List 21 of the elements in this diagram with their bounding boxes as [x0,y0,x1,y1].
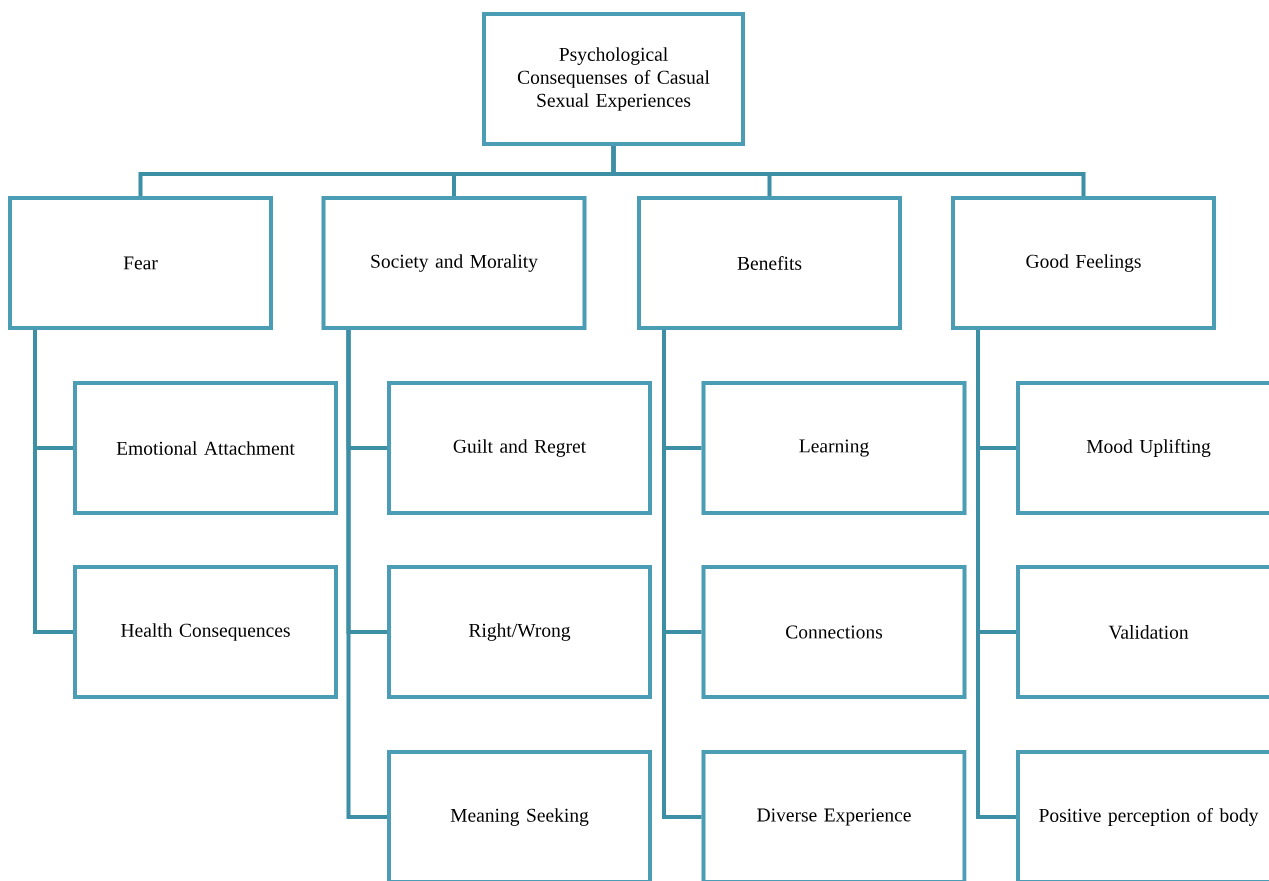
theme-box: Validation [1016,565,1269,699]
theme-box: Health Consequences [73,565,338,699]
theme-box: Meaning Seeking [387,750,652,881]
theme-box: Mood Uplifting [1016,381,1269,515]
theme-box: Emotional Attachment [73,381,338,515]
category-box: Benefits [637,196,902,330]
category-box: Good Feelings [951,196,1216,330]
theme-box: Positive perception of body [1016,750,1269,881]
root-box: Psychological Consequenses of Casual Sexual Experiences [482,12,745,146]
category-box: Society and Morality [321,196,587,330]
theme-box: Connections [701,565,967,699]
connector [662,330,702,819]
theme-box: Diverse Experience [701,750,967,881]
connector [346,330,387,819]
category-box: Fear [8,196,273,330]
theme-box: Guilt and Regret [387,381,652,515]
connector [33,330,73,634]
connector [611,146,1086,196]
theme-box: Right/Wrong [387,565,652,699]
theme-box: Learning [701,381,967,515]
connector [976,330,1016,819]
